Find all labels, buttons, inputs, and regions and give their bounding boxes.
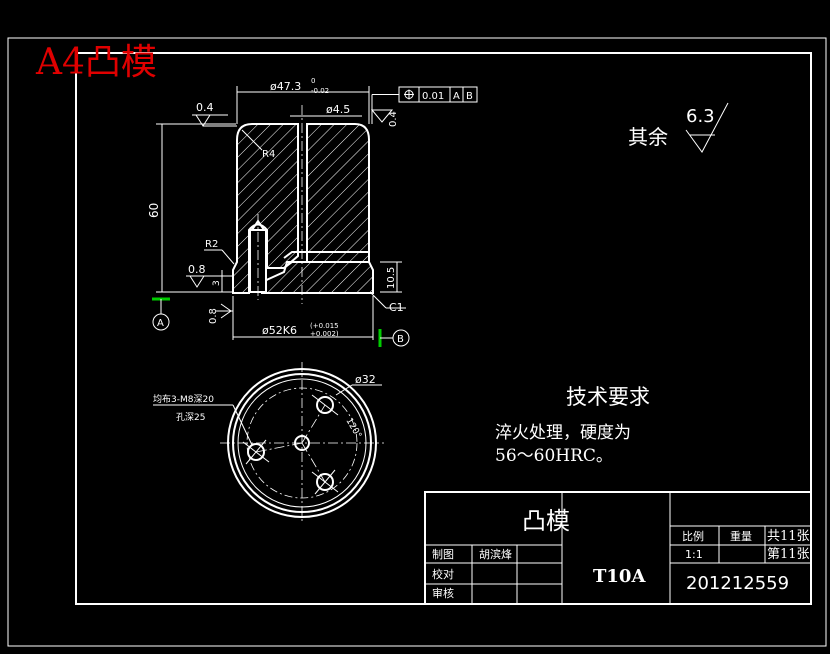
dim-circle-dia: ø32 [355,373,376,386]
front-view: ø47.3 0 -0.02 ø4.5 0.01 A B 0.4 0.4 [147,77,478,347]
gtol-frame: 0.01 A B [371,86,478,124]
svg-text:3: 3 [212,280,222,286]
svg-text:10.5: 10.5 [386,267,397,289]
svg-text:0.01: 0.01 [422,91,444,102]
roughness-rest: 其余 6.3 [628,102,729,153]
technical-requirements: 技术要求 淬火处理，硬度为 56～60HRC。 [495,385,650,466]
datum-b: B [397,334,404,345]
svg-text:重量: 重量 [730,529,752,543]
svg-text:校对: 校对 [432,567,454,581]
svg-text:120°: 120° [343,417,363,441]
svg-text:0.8: 0.8 [208,308,219,324]
outer-frame [7,37,827,647]
roughness-top: 0.4 [196,101,214,114]
svg-text:-0.02: -0.02 [311,87,329,95]
part-name: 凸模 [522,507,570,535]
svg-text:共11张: 共11张 [767,529,810,544]
drawing-border [75,52,812,605]
dim-base-dia: ø52K6 [262,324,297,337]
svg-text:0.4: 0.4 [388,111,399,127]
bolt-note: 均布3-M8深20 [153,393,214,405]
svg-text:(+0.015: (+0.015 [310,322,339,330]
svg-text:胡滨烽: 胡滨烽 [479,547,512,561]
svg-text:其余: 其余 [628,125,668,149]
svg-text:孔深25: 孔深25 [176,412,205,423]
svg-text:0: 0 [311,77,315,85]
dim-top-width: ø47.3 [270,80,301,93]
drawing-number: 201212559 [686,573,789,594]
requirements-title: 技术要求 [566,385,650,409]
dim-hole-dia: ø4.5 [326,103,350,116]
svg-text:R4: R4 [262,149,275,160]
svg-text:制图: 制图 [432,548,454,561]
svg-text:比例: 比例 [682,529,704,543]
svg-text:淬火处理，硬度为: 淬火处理，硬度为 [495,423,631,443]
top-view: ø32 120° 均布3-M8深20 孔深25 [153,362,384,524]
corner-label: A4凸模 [35,42,157,83]
material: T10A [593,566,646,587]
svg-text:0.8: 0.8 [188,263,206,276]
svg-text:B: B [466,91,473,102]
svg-text:A: A [453,91,460,102]
svg-text:R2: R2 [205,239,218,250]
dim-height: 60 [147,203,161,218]
section-right [261,123,374,294]
svg-text:6.3: 6.3 [686,106,715,127]
svg-text:审核: 审核 [432,586,454,600]
svg-text:第11张: 第11张 [767,547,810,562]
svg-text:C1: C1 [389,301,404,314]
datum-a: A [157,318,164,329]
svg-text:1:1: 1:1 [685,548,703,561]
title-block: 凸模 比例 重量 共11张 1:1 第11张 制图 胡滨烽 校对 审核 T10A… [424,491,812,605]
svg-text:56～60HRC。: 56～60HRC。 [495,446,613,466]
svg-text:+0.002): +0.002) [310,330,339,338]
